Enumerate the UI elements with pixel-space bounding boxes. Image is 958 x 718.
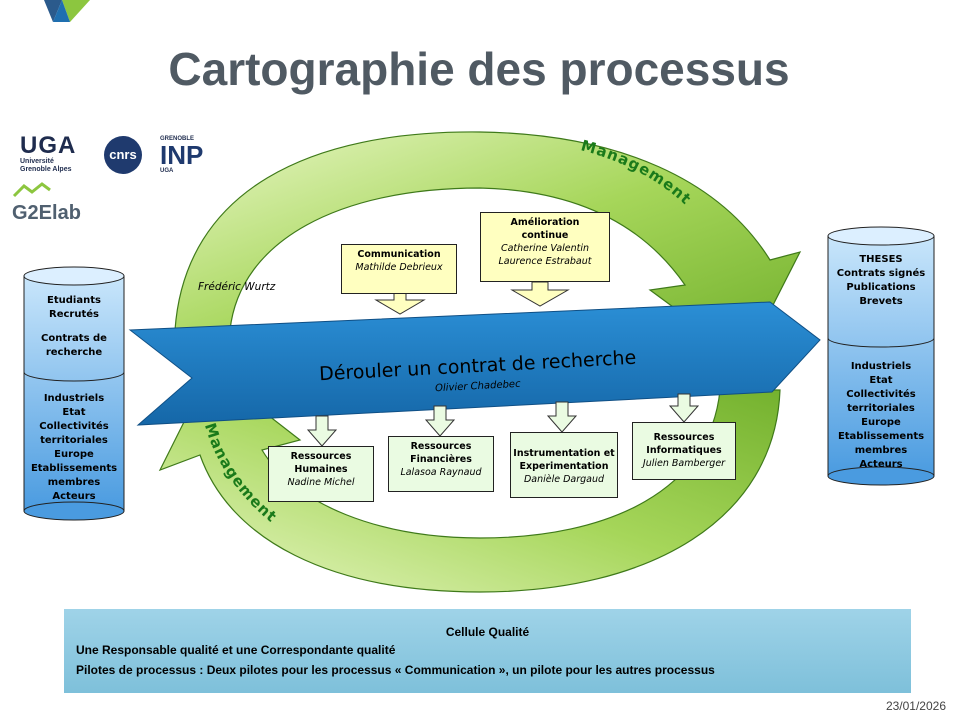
left-input-item: recherche: [45, 347, 103, 358]
quality-cell-line2: Pilotes de processus : Deux pilotes pour…: [76, 663, 715, 677]
left-input-item: territoriales: [40, 435, 108, 446]
process-ie-pilot: Danièle Dargaud: [523, 474, 605, 485]
process-amelioration-pilot2: Laurence Estrabaut: [498, 256, 592, 267]
uga-logo-text: UGA: [20, 132, 77, 159]
left-cylinder: [23, 266, 125, 521]
process-rf-name2: Financières: [410, 454, 472, 465]
process-ri-pilot: Julien Bamberger: [642, 458, 726, 469]
inp-logo-text: INP: [160, 140, 204, 170]
left-input-item: Etudiants: [47, 295, 101, 306]
right-output-item: THESES: [859, 254, 903, 265]
main-process-pilot: Olivier Chadebec: [435, 379, 521, 394]
process-amelioration-name1: Amélioration: [510, 217, 580, 228]
right-output-item: Publications: [846, 282, 916, 293]
page-title: Cartographie des processus: [168, 43, 790, 95]
corner-logo: [44, 0, 90, 22]
process-ri-name1: Ressources: [653, 432, 715, 443]
right-cylinder: [827, 226, 935, 486]
cnrs-logo: cnrs: [104, 136, 142, 174]
g2elab-mark-icon: [12, 182, 51, 198]
left-input-item: Europe: [54, 449, 94, 460]
left-input-item: Acteurs: [52, 491, 96, 502]
left-input-item: membres: [47, 477, 101, 488]
right-output-item: membres: [854, 445, 908, 456]
process-communication-pilot: Mathilde Debrieux: [355, 262, 443, 273]
right-outputs-top: THESES Contrats signés Publications Brev…: [828, 253, 934, 309]
g2elab-logo: G2Elab: [12, 182, 92, 223]
arrow-ie: [546, 401, 578, 433]
main-process-arrow: [128, 301, 821, 426]
right-outputs-bottom: Industriels Etat Collectivités territori…: [828, 360, 934, 472]
process-ie-name2: Experimentation: [519, 461, 609, 472]
process-ri: Ressources Informatiques Julien Bamberge…: [632, 422, 736, 480]
right-output-item: Etablissements: [837, 431, 925, 442]
process-communication-name: Communication: [357, 249, 441, 260]
left-input-item: Recrutés: [49, 309, 99, 320]
left-input-item: Contrats de: [41, 333, 107, 344]
left-input-item: Etablissements: [30, 463, 118, 474]
arrow-rf: [424, 405, 456, 437]
quality-cell-line1: Une Responsable qualité et une Correspon…: [76, 643, 396, 657]
arrow-ri: [668, 393, 700, 423]
right-output-item: Brevets: [859, 296, 903, 307]
right-output-item: territoriales: [847, 403, 915, 414]
right-output-item: Etat: [869, 375, 893, 386]
inp-logo-top: GRENOBLE: [160, 136, 195, 142]
right-output-item: Europe: [861, 417, 901, 428]
arrow-amelioration: [510, 281, 570, 307]
management-arc-top: [174, 131, 802, 361]
left-input-item: Collectivités: [39, 421, 109, 432]
left-input-item: [24, 322, 124, 332]
process-rh: Ressources Humaines Nadine Michel: [268, 446, 374, 502]
process-amelioration-continue: Amélioration continue Catherine Valentin…: [480, 212, 610, 282]
process-ie-name1: Instrumentation et: [513, 448, 615, 459]
process-amelioration-name2: continue: [521, 230, 569, 241]
right-output-item: Acteurs: [859, 459, 903, 470]
cycle-pilot: Frédéric Wurtz: [198, 281, 276, 293]
uga-logo-sub2: Grenoble Alpes: [20, 166, 72, 173]
process-ie: Instrumentation et Experimentation Daniè…: [510, 432, 618, 498]
process-rh-name2: Humaines: [294, 464, 348, 475]
quality-cell-title: Cellule Qualité: [445, 625, 530, 639]
inp-logo-sub: UGA: [160, 168, 174, 174]
left-input-item: Etat: [62, 407, 86, 418]
process-communication: Communication Mathilde Debrieux: [341, 244, 457, 294]
process-rf-name1: Ressources: [410, 441, 472, 452]
process-rh-name1: Ressources: [290, 451, 352, 462]
right-output-item: Collectivités: [846, 389, 916, 400]
process-ri-name2: Informatiques: [646, 445, 722, 456]
process-rf-pilot: Lalasoa Raynaud: [400, 467, 482, 478]
management-arc-bottom: [158, 369, 781, 593]
process-amelioration-pilot1: Catherine Valentin: [500, 243, 590, 254]
process-rf: Ressources Financières Lalasoa Raynaud: [388, 436, 494, 492]
process-rh-pilot: Nadine Michel: [287, 477, 355, 488]
uga-logo-sub1: Université: [20, 158, 54, 165]
quality-cell: Cellule Qualité Une Responsable qualité …: [64, 609, 911, 693]
arrow-communication: [374, 291, 426, 315]
left-input-item: Industriels: [43, 393, 105, 404]
slide-date: 23/01/2026: [885, 699, 946, 713]
left-inputs-top: Etudiants Recrutés Contrats de recherche: [24, 294, 124, 360]
arrow-rh: [306, 415, 338, 447]
right-output-item: Contrats signés: [836, 268, 926, 279]
right-output-item: Industriels: [850, 361, 912, 372]
g2elab-logo-text: G2Elab: [12, 202, 81, 224]
inp-logo: GRENOBLE INP UGA: [160, 136, 220, 174]
uga-logo: UGA Université Grenoble Alpes: [20, 134, 90, 174]
left-inputs-bottom: Industriels Etat Collectivités territori…: [24, 392, 124, 504]
